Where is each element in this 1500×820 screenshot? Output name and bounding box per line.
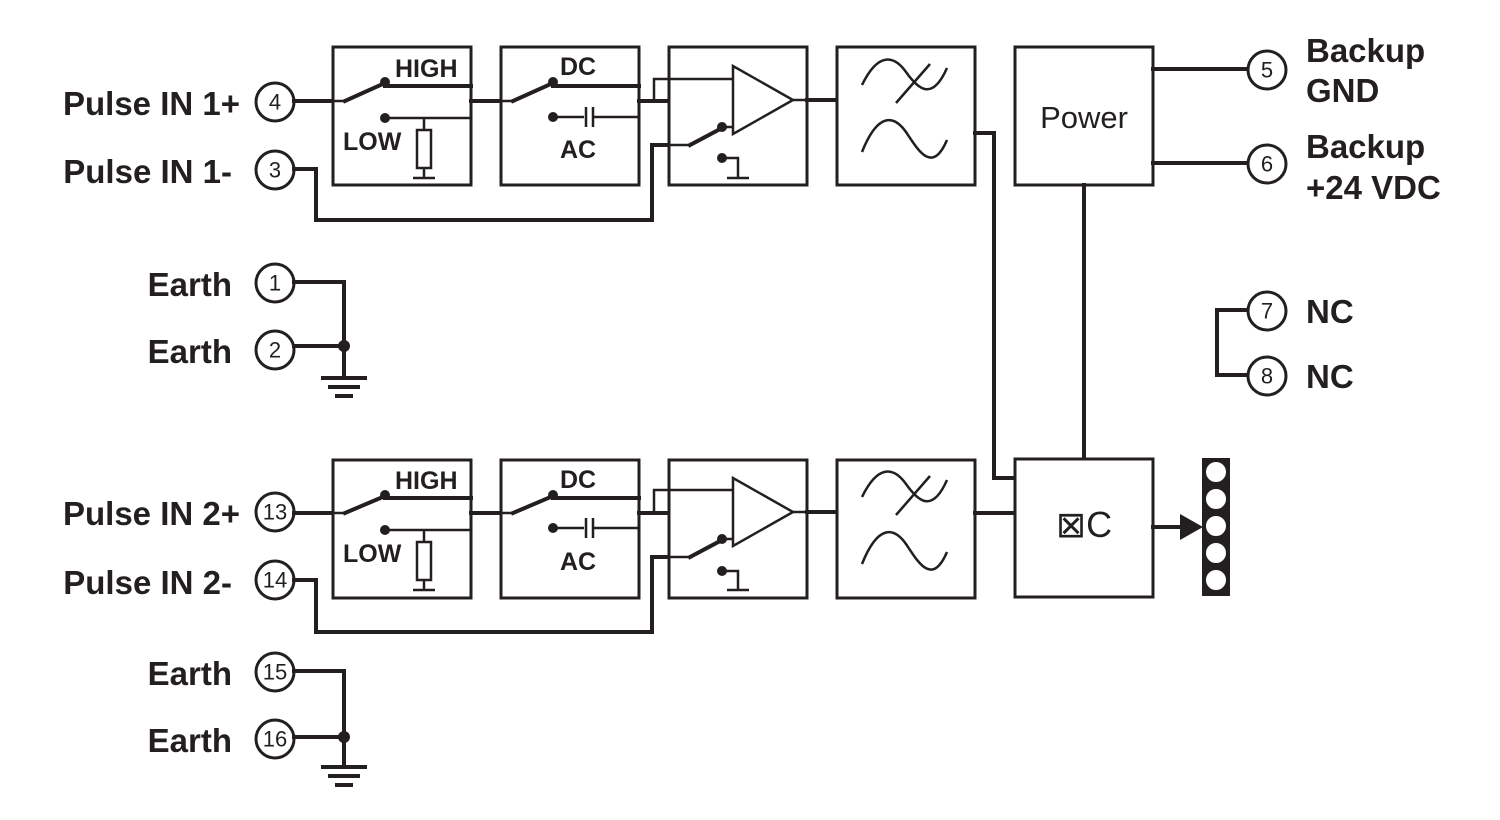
svg-text:7: 7 <box>1261 299 1273 324</box>
svg-text:14: 14 <box>263 568 287 593</box>
resistor-icon <box>413 118 435 180</box>
terminal-2[interactable]: 2 <box>254 329 296 371</box>
nc-label-7: NC <box>1306 293 1354 330</box>
high-low-switch-block <box>331 45 473 187</box>
earth-group-1: Earth Earth 1 2 <box>148 262 367 398</box>
svg-text:13: 13 <box>263 500 287 525</box>
filter-block <box>835 45 977 187</box>
earth-ground-icon <box>321 376 367 398</box>
sine-filter-icon <box>860 470 949 571</box>
terminal-1[interactable]: 1 <box>254 262 296 304</box>
earth-label-16: Earth <box>148 722 232 759</box>
op-amp-icon <box>642 475 807 592</box>
switch-low-label-2: LOW <box>343 540 402 568</box>
spdt-switch-icon <box>333 77 473 123</box>
backup-gnd-label-line1: Backup <box>1306 32 1425 69</box>
terminal-15[interactable]: 15 <box>254 651 296 693</box>
nc-group: 7 8 NC NC <box>1215 290 1354 397</box>
terminal-6[interactable]: 6 <box>1246 143 1288 185</box>
svg-text:1: 1 <box>269 271 281 296</box>
channel-1: Pulse IN 1+ Pulse IN 1- 4 3 HIGH LOW <box>63 45 1017 480</box>
terminal-4[interactable]: 4 <box>254 81 296 123</box>
nc-label-8: NC <box>1306 358 1354 395</box>
coupling-switch-icon <box>501 490 641 533</box>
microcontroller-block <box>1013 457 1155 599</box>
earth-label-2: Earth <box>148 333 232 370</box>
power-block-label: Power <box>1040 100 1128 135</box>
backup-vdc-label-line1: Backup <box>1306 128 1425 165</box>
op-amp-icon <box>642 63 807 180</box>
terminal-16[interactable]: 16 <box>254 718 296 760</box>
backup-vdc-label-line2: +24 VDC <box>1306 169 1441 206</box>
coupling-ac-label-2: AC <box>560 548 596 576</box>
switch-high-label-2: HIGH <box>395 467 458 495</box>
earth-ground-icon <box>321 765 367 787</box>
microcontroller-label: ⊠C <box>1056 504 1112 545</box>
spdt-switch-icon <box>333 490 473 535</box>
sine-filter-icon <box>860 58 949 159</box>
coupling-dc-label-2: DC <box>560 466 596 494</box>
terminal-14[interactable]: 14 <box>254 559 296 601</box>
coupling-dc-label-1: DC <box>560 53 596 81</box>
terminal-13[interactable]: 13 <box>254 491 296 533</box>
pulse-in-1-minus-label: Pulse IN 1- <box>63 153 232 190</box>
svg-text:3: 3 <box>269 158 281 183</box>
backup-gnd-label-line2: GND <box>1306 72 1379 109</box>
pulse-in-1-plus-label: Pulse IN 1+ <box>63 85 240 122</box>
coupling-ac-label-1: AC <box>560 136 596 164</box>
switch-high-label-1: HIGH <box>395 55 458 83</box>
pulse-in-2-minus-label: Pulse IN 2- <box>63 564 232 601</box>
svg-text:16: 16 <box>263 727 287 752</box>
switch-low-label-1: LOW <box>343 128 402 156</box>
power-section: Power 5 6 Backup GND Backup +24 VDC <box>1013 32 1441 461</box>
svg-text:4: 4 <box>269 90 281 115</box>
channel-2: Pulse IN 2+ Pulse IN 2- 13 14 HIGH LOW <box>63 458 1017 634</box>
filter-block-2 <box>835 458 977 600</box>
terminal-5[interactable]: 5 <box>1246 49 1288 91</box>
microcontroller-section: ⊠C <box>1013 457 1230 599</box>
svg-text:2: 2 <box>269 338 281 363</box>
terminal-3[interactable]: 3 <box>254 149 296 191</box>
svg-text:15: 15 <box>263 660 287 685</box>
resistor-icon <box>413 530 435 592</box>
svg-text:8: 8 <box>1261 364 1273 389</box>
svg-text:5: 5 <box>1261 58 1273 83</box>
capacitor-icon <box>584 107 639 127</box>
arrow-icon <box>1180 514 1203 540</box>
capacitor-icon <box>584 518 639 538</box>
terminal-7[interactable]: 7 <box>1246 290 1288 332</box>
bus-connector-icon[interactable] <box>1202 458 1230 596</box>
earth-group-2: Earth Earth 15 16 <box>148 651 367 787</box>
earth-label-1: Earth <box>148 266 232 303</box>
terminal-8[interactable]: 8 <box>1246 355 1288 397</box>
svg-text:6: 6 <box>1261 152 1273 177</box>
coupling-switch-icon <box>501 77 641 122</box>
pulse-in-2-plus-label: Pulse IN 2+ <box>63 495 240 532</box>
earth-label-15: Earth <box>148 655 232 692</box>
